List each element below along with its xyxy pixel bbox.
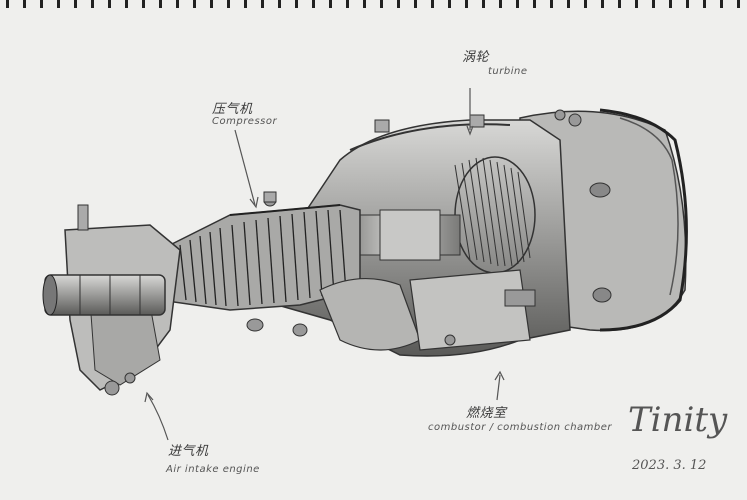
turbine-label-en: turbine: [488, 66, 528, 77]
fittings: [246, 289, 536, 346]
spiral-binding: [6, 0, 746, 8]
signature-date: 2023. 3. 12: [632, 458, 707, 473]
compressor-label-en: Compressor: [212, 116, 278, 127]
combustor-label-en: combustor / combustion chamber: [428, 422, 613, 433]
intake-label-en: Air intake engine: [166, 464, 260, 475]
intake-label-cn: 进气机: [168, 444, 209, 459]
turbine-label-cn: 涡轮: [462, 50, 490, 65]
combustor-cans: [319, 269, 531, 351]
combustor-label-cn: 燃烧室: [466, 406, 507, 421]
annotation-arrows: [144, 88, 505, 441]
compressor-label-cn: 压气机: [212, 102, 253, 117]
artist-signature: Tinity: [628, 400, 728, 440]
front-shaft: [42, 274, 166, 316]
compressor-section: [159, 191, 361, 311]
